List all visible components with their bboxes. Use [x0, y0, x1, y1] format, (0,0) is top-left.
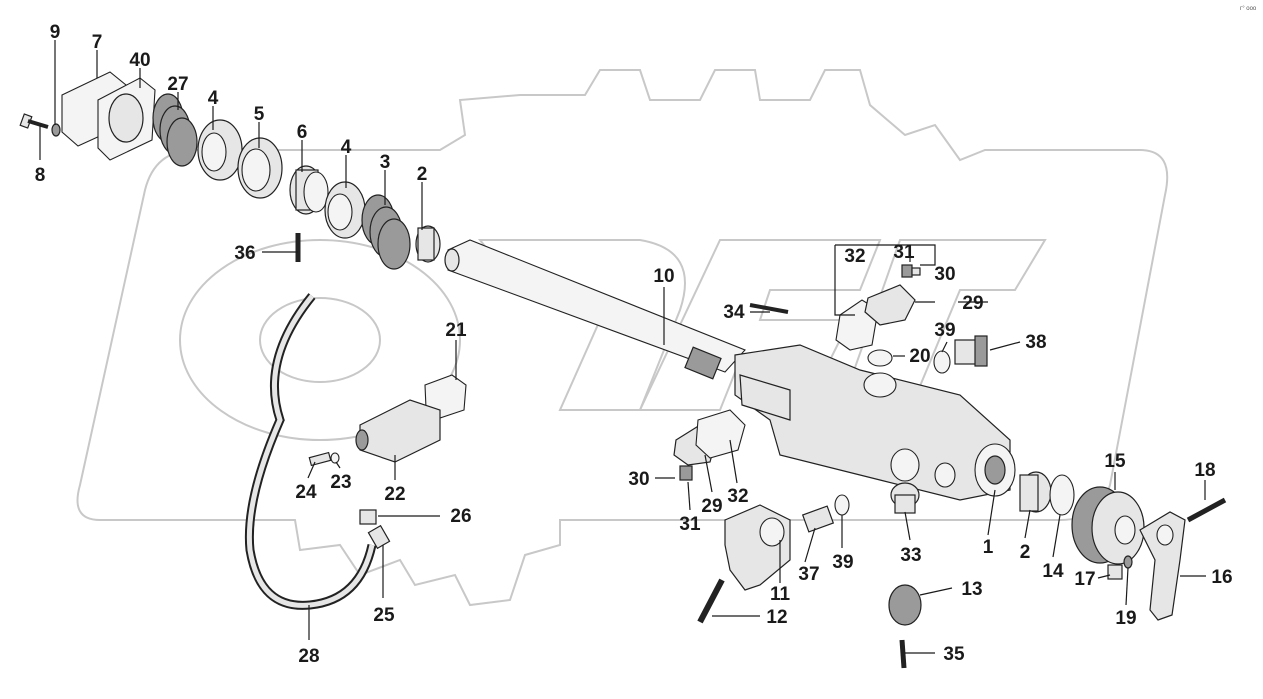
spring-27: [152, 93, 198, 167]
bushing-4b: [324, 181, 366, 239]
gasket-32b: [695, 409, 746, 459]
gear-15: [1071, 486, 1145, 565]
callout-2b: 2: [1020, 542, 1031, 563]
spring-3: [361, 194, 411, 270]
callout-23: 23: [330, 472, 351, 493]
callout-11: 11: [770, 584, 791, 605]
callout-39b: 39: [832, 552, 853, 573]
bolt-31a: [901, 264, 921, 278]
lever-11-bore: [759, 517, 785, 547]
callout-5: 5: [254, 104, 265, 125]
callout-29b: 29: [701, 496, 722, 517]
piston-6: [289, 165, 329, 215]
callout-38: 38: [1025, 332, 1046, 353]
nut-17: [1107, 564, 1123, 580]
washer-23: [330, 452, 340, 464]
fitting-26: [359, 509, 377, 525]
callout-16: 16: [1211, 567, 1232, 588]
callout-33: 33: [900, 545, 921, 566]
callout-14: 14: [1042, 561, 1064, 582]
bolt-24: [308, 451, 332, 467]
callout-8: 8: [35, 165, 46, 186]
callout-39a: 39: [934, 320, 955, 341]
callout-36: 36: [234, 243, 255, 264]
bush-2b: [1019, 471, 1052, 513]
callouts: 9 7 40 27 4 5 6 4 3 2 8 36 10 32 31 30 2…: [35, 22, 1233, 667]
callout-6: 6: [297, 122, 308, 143]
callout-32a: 32: [844, 246, 865, 267]
callout-9: 9: [50, 22, 61, 43]
callout-35: 35: [943, 644, 965, 665]
callout-18: 18: [1194, 460, 1215, 481]
callout-40: 40: [129, 50, 150, 71]
callout-20: 20: [909, 346, 930, 367]
callout-27: 27: [167, 74, 188, 95]
callout-34: 34: [723, 302, 745, 323]
plug-33: [890, 482, 920, 514]
pitman-arm-16: [1139, 511, 1186, 621]
washer-19: [1123, 555, 1133, 569]
seal-39a: [933, 350, 951, 374]
callout-1: 1: [983, 537, 994, 558]
washer-14: [1049, 474, 1075, 516]
callout-37: 37: [798, 564, 819, 585]
callout-28: 28: [298, 646, 319, 667]
callout-2a: 2: [417, 164, 428, 185]
hose-28-inner: [246, 294, 375, 608]
callout-29a: 29: [962, 293, 983, 314]
callout-15: 15: [1104, 451, 1126, 472]
callout-32b: 32: [727, 486, 748, 507]
cap-13: [888, 584, 922, 626]
callout-10: 10: [653, 266, 674, 287]
parts: [19, 71, 1227, 669]
callout-19: 19: [1115, 608, 1136, 629]
oring-20: [867, 349, 893, 367]
callout-22: 22: [384, 484, 405, 505]
washer-9: [51, 123, 61, 137]
ring-5: [237, 137, 283, 199]
callout-13: 13: [961, 579, 982, 600]
callout-30b: 30: [628, 469, 649, 490]
sensor-37: [801, 505, 835, 533]
callout-24: 24: [295, 482, 317, 503]
callout-4b: 4: [341, 137, 352, 158]
bushing-4a: [197, 119, 243, 181]
pitman-arm-16-hole: [1156, 524, 1174, 546]
callout-31a: 31: [893, 242, 915, 263]
valve-38: [954, 335, 988, 367]
callout-12: 12: [766, 607, 787, 628]
bolt-8: [19, 113, 49, 129]
pin-34: [749, 303, 789, 314]
corner-code: г° ооо: [1240, 6, 1257, 12]
callout-7: 7: [92, 32, 103, 53]
shaft-10: [444, 239, 746, 380]
gasket-40-hole: [108, 93, 144, 143]
leader-lines: [39, 40, 1206, 654]
housing-1: [734, 344, 1016, 501]
bush-2a: [415, 225, 441, 263]
callout-17: 17: [1074, 569, 1095, 590]
callout-25: 25: [373, 605, 395, 626]
callout-31b: 31: [679, 514, 701, 535]
flange-29a: [864, 284, 916, 326]
callout-30a: 30: [934, 264, 955, 285]
bolt-18: [1186, 497, 1227, 523]
callout-21: 21: [445, 320, 467, 341]
valve-block-22-port: [355, 429, 369, 451]
callout-3: 3: [380, 152, 391, 173]
fitting-25: [367, 524, 391, 550]
callout-26: 26: [450, 506, 471, 527]
pin-35: [899, 639, 907, 669]
seal-39b: [834, 494, 850, 516]
callout-4a: 4: [208, 88, 219, 109]
bolt-31b: [679, 465, 693, 481]
pin-12: [697, 578, 725, 624]
valve-block-22: [359, 399, 441, 463]
